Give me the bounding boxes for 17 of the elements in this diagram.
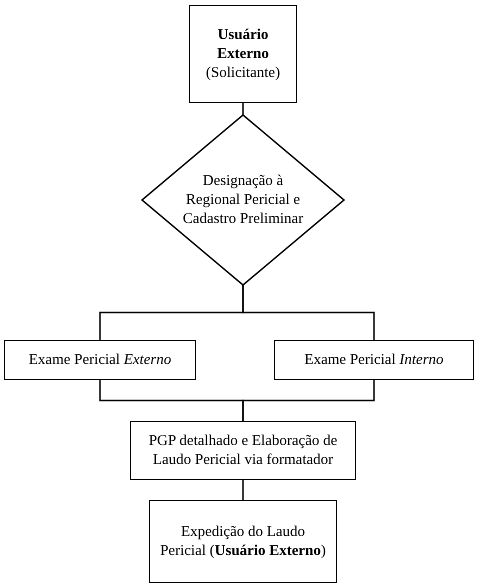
process-box <box>130 421 356 480</box>
connector-line <box>242 285 375 340</box>
node-text: Designação à Regional Pericial e Cadastro Preliminar <box>182 172 304 228</box>
connector-line <box>242 103 244 115</box>
node-text: (Solicitante) <box>206 64 280 82</box>
node-text: Expedição do Laudo Pericial (Usuário Externo) <box>159 522 327 560</box>
process-box <box>4 340 196 380</box>
process-box <box>189 5 297 103</box>
process-box <box>274 340 474 380</box>
connector-line <box>242 480 244 500</box>
heading-text: Usuário Externo <box>216 26 270 64</box>
decision-diamond <box>142 115 344 285</box>
node-text: PGP detalhado e Elaboração de Laudo Pericial via formatador <box>148 432 338 470</box>
node-text: Exame Pericial Externo <box>28 350 172 370</box>
process-box <box>149 500 337 583</box>
node-text: Exame Pericial Interno <box>304 350 444 370</box>
connector-line <box>242 380 375 421</box>
